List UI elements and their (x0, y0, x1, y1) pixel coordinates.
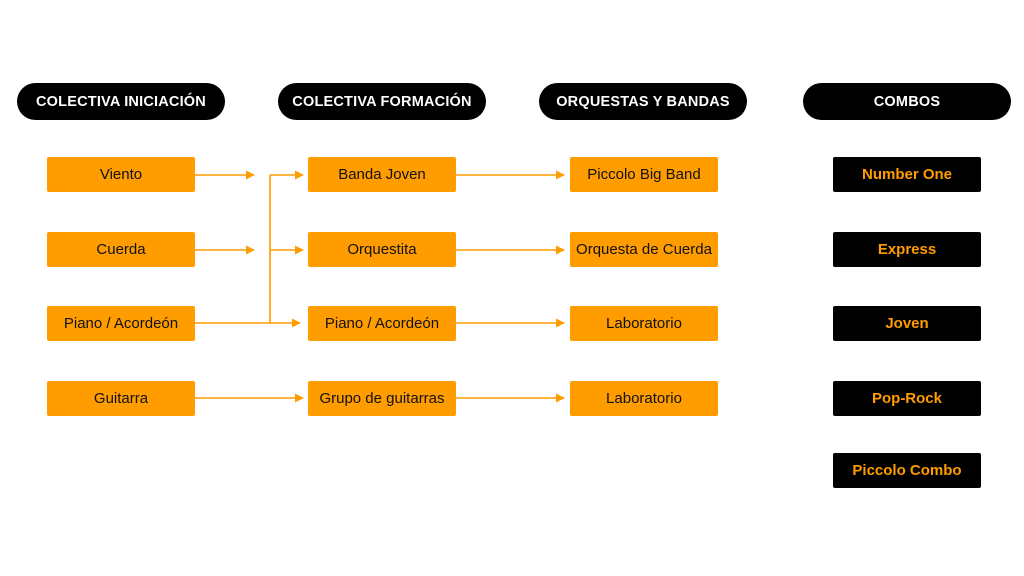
header-colectiva-iniciacion: COLECTIVA INICIACIÓN (17, 83, 225, 120)
header-orquestas-bandas: ORQUESTAS Y BANDAS (539, 83, 747, 120)
combo-pop-rock: Pop-Rock (833, 381, 981, 416)
box-piano-acordeon-iniciacion: Piano / Acordeón (47, 306, 195, 341)
box-guitarra: Guitarra (47, 381, 195, 416)
box-cuerda: Cuerda (47, 232, 195, 267)
box-piccolo-big-band: Piccolo Big Band (570, 157, 718, 192)
box-grupo-guitarras: Grupo de guitarras (308, 381, 456, 416)
box-banda-joven: Banda Joven (308, 157, 456, 192)
box-viento: Viento (47, 157, 195, 192)
box-laboratorio-1: Laboratorio (570, 306, 718, 341)
combo-joven: Joven (833, 306, 981, 341)
box-laboratorio-2: Laboratorio (570, 381, 718, 416)
header-combos: COMBOS (803, 83, 1011, 120)
box-piano-acordeon-formacion: Piano / Acordeón (308, 306, 456, 341)
combo-piccolo-combo: Piccolo Combo (833, 453, 981, 488)
header-colectiva-formacion: COLECTIVA FORMACIÓN (278, 83, 486, 120)
combo-number-one: Number One (833, 157, 981, 192)
box-orquesta-cuerda: Orquesta de Cuerda (570, 232, 718, 267)
combo-express: Express (833, 232, 981, 267)
box-orquestita: Orquestita (308, 232, 456, 267)
